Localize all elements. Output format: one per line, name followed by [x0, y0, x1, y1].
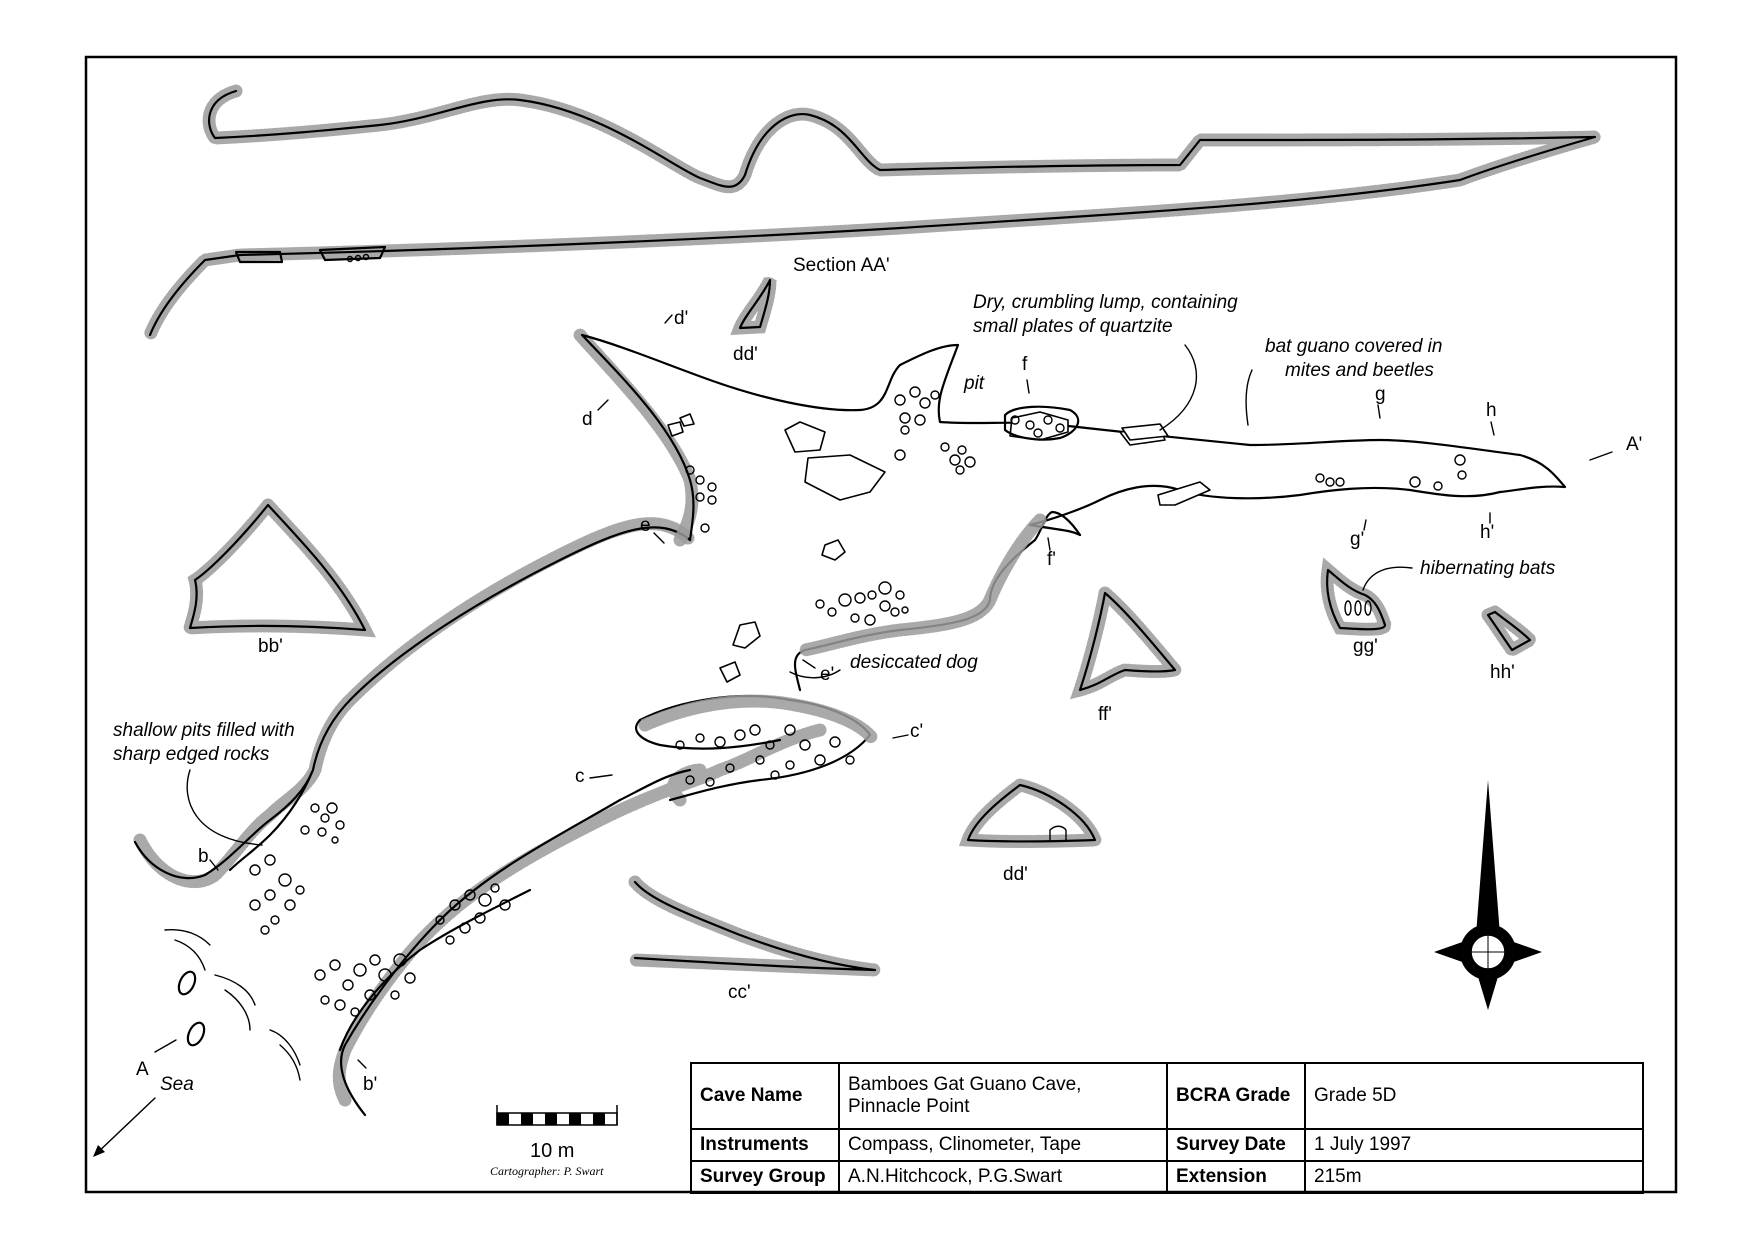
legend-row-1: Cave Name Bamboes Gat Guano Cave, Pinnac…: [690, 1062, 1644, 1130]
label-h-prime: h': [1480, 522, 1494, 543]
label-b: b: [198, 846, 209, 867]
label-bb: bb': [258, 636, 283, 657]
label-a: A: [136, 1059, 149, 1080]
legend-row-2: Instruments Compass, Clinometer, Tape Su…: [690, 1128, 1644, 1162]
note-dog: desiccated dog: [850, 652, 978, 673]
note-bats: hibernating bats: [1420, 558, 1556, 579]
leader-lump: [1159, 344, 1198, 431]
label-cc: cc': [728, 982, 751, 1003]
leader-pits: [186, 769, 263, 846]
bcra-key: BCRA Grade: [1166, 1062, 1306, 1130]
extension-value: 215m: [1304, 1160, 1644, 1194]
sea-marks: [164, 928, 301, 1081]
note-guano-1: bat guano covered in: [1265, 336, 1442, 357]
label-g: g: [1375, 384, 1386, 405]
cave-name-key: Cave Name: [690, 1062, 840, 1130]
scale-bar: [496, 1105, 618, 1126]
label-pit: pit: [963, 373, 985, 394]
instruments-key: Instruments: [690, 1128, 840, 1162]
label-dd-bottom: dd': [1003, 864, 1028, 885]
cross-section-hh: [1478, 604, 1541, 659]
rock-clusters: [249, 386, 1467, 1017]
label-gg: gg': [1353, 636, 1378, 657]
survey-date-key: Survey Date: [1166, 1128, 1306, 1162]
cross-section-gg: [1320, 557, 1392, 636]
label-dd-top: dd': [733, 344, 758, 365]
leader-guano: [1245, 369, 1253, 426]
label-h: h: [1486, 400, 1497, 421]
label-f-prime: f': [1047, 549, 1056, 570]
leader-dog: [789, 669, 841, 679]
cross-section-ff: [1070, 580, 1187, 700]
instruments-value: Compass, Clinometer, Tape: [838, 1128, 1168, 1162]
label-sea: Sea: [160, 1074, 194, 1095]
cave-name-line2: Pinnacle Point: [848, 1096, 970, 1117]
leader-bats: [1362, 566, 1413, 591]
label-b-prime: b': [363, 1074, 377, 1095]
note-pits-2: sharp edged rocks: [113, 744, 270, 765]
cave-passage-outline: [133, 328, 1567, 1117]
section-label: Section AA': [793, 255, 890, 276]
note-guano-2: mites and beetles: [1285, 360, 1434, 381]
section-aa-profile: [143, 84, 1597, 342]
sea-direction-arrow: [93, 1097, 156, 1157]
station-ticks: [154, 314, 1613, 1069]
label-g-prime: g': [1350, 529, 1364, 550]
label-c-prime: c': [910, 721, 923, 742]
note-lump-2: small plates of quartzite: [973, 316, 1173, 337]
legend-row-3: Survey Group A.N.Hitchcock, P.G.Swart Ex…: [690, 1160, 1644, 1194]
scale-label: 10 m: [530, 1140, 575, 1162]
label-d-prime: d': [674, 308, 688, 329]
label-a-prime: A': [1626, 434, 1642, 455]
survey-group-key: Survey Group: [690, 1160, 840, 1194]
label-hh: hh': [1490, 662, 1515, 683]
note-pits-1: shallow pits filled with: [113, 720, 295, 741]
survey-info-table: Cave Name Bamboes Gat Guano Cave, Pinnac…: [690, 1062, 1644, 1194]
label-e-prime: e': [820, 664, 834, 685]
pit-feature: [1003, 405, 1080, 441]
survey-group-value: A.N.Hitchcock, P.G.Swart: [838, 1160, 1168, 1194]
survey-date-value: 1 July 1997: [1304, 1128, 1644, 1162]
cross-section-cc: [628, 875, 877, 977]
label-f: f: [1022, 354, 1028, 375]
extension-key: Extension: [1166, 1160, 1306, 1194]
label-ff: ff': [1098, 704, 1112, 725]
cross-section-dd-top: [730, 276, 777, 335]
note-lump-1: Dry, crumbling lump, containing: [973, 292, 1238, 313]
cave-name-line1: Bamboes Gat Guano Cave,: [848, 1074, 1082, 1095]
label-c: c: [575, 766, 585, 787]
north-arrow-icon: [1434, 780, 1542, 1010]
boulders: [667, 411, 1211, 683]
cross-section-bb: [181, 495, 376, 638]
cross-section-dd-bottom: [959, 777, 1105, 848]
cave-name-value: Bamboes Gat Guano Cave, Pinnacle Point: [838, 1062, 1168, 1130]
label-d: d: [582, 409, 593, 430]
label-e: e: [640, 515, 651, 536]
bcra-value: Grade 5D: [1304, 1062, 1644, 1130]
cartographer-credit: Cartographer: P. Swart: [490, 1164, 604, 1178]
crumbling-lump: [1121, 423, 1169, 441]
